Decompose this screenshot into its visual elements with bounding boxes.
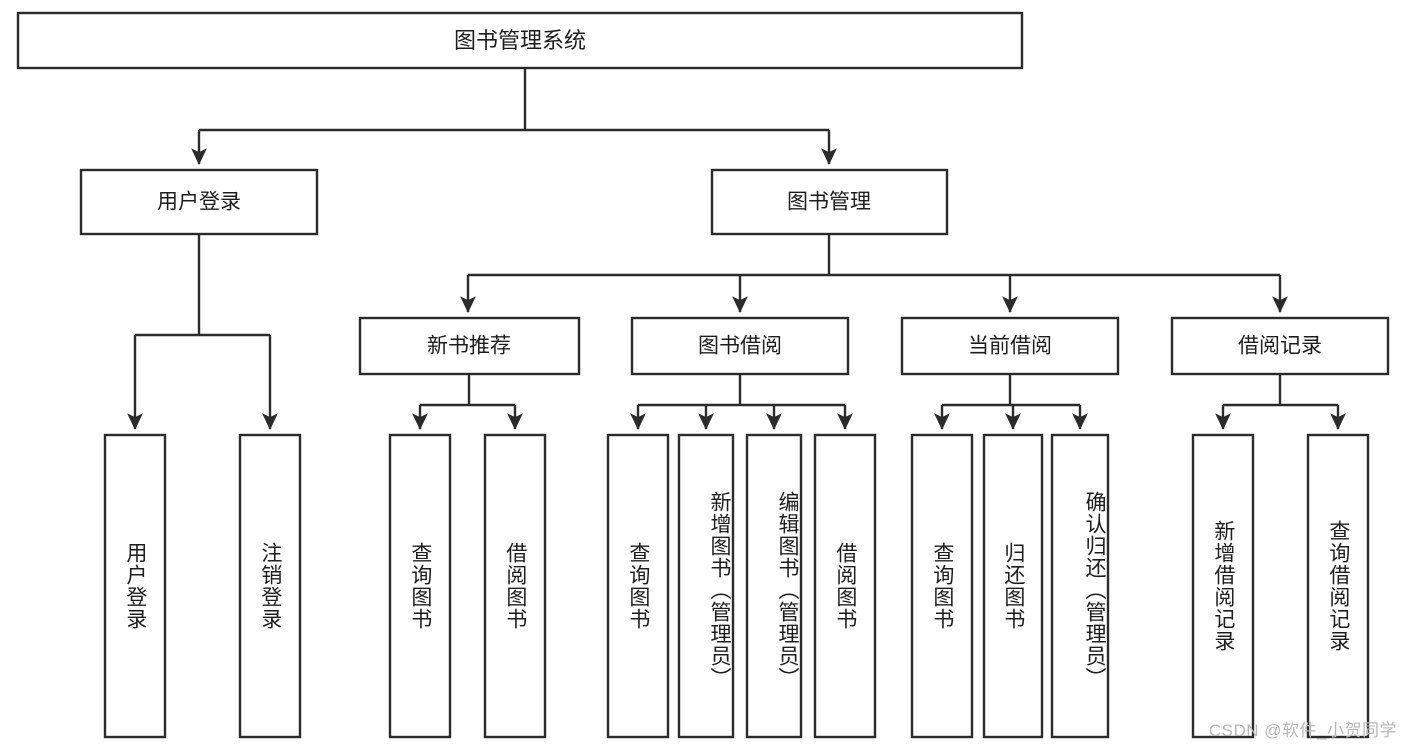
leaf-box-return-book[interactable]	[982, 433, 1044, 739]
connector-borrow-record-to-leaves	[1215, 374, 1346, 431]
connector-new-book-recommend-to-leaves	[412, 374, 523, 431]
node-borrow-record-label: 借阅记录	[1238, 335, 1322, 358]
connector-current-borrow-to-leaves	[934, 374, 1088, 431]
node-current-borrow[interactable]: 当前借阅	[900, 316, 1120, 376]
node-borrow-record-box[interactable]	[1170, 316, 1390, 376]
node-book-manage[interactable]: 图书管理	[710, 168, 949, 236]
node-book-manage-box[interactable]	[710, 168, 949, 236]
leaf-box-borrow-book[interactable]	[813, 433, 877, 739]
leaf-box-query-book-borrow[interactable]	[606, 433, 670, 739]
node-user-login[interactable]: 用户登录	[79, 168, 319, 236]
node-book-borrow-label: 图书借阅	[698, 335, 782, 358]
connector-book-borrow-to-leaves	[630, 374, 853, 431]
connector-root-to-level2	[191, 68, 837, 166]
node-root-box[interactable]	[16, 11, 1024, 70]
leaf-box-confirm-return-admin[interactable]	[1050, 433, 1110, 739]
connector-book-manage-to-level3	[460, 234, 1288, 314]
node-book-manage-label: 图书管理	[787, 191, 871, 214]
node-user-login-label: 用户登录	[157, 191, 241, 214]
node-new-book-recommend-box[interactable]	[358, 316, 581, 376]
node-new-book-recommend[interactable]: 新书推荐	[358, 316, 581, 376]
leaf-box-query-book-current[interactable]	[910, 433, 974, 739]
node-book-borrow[interactable]: 图书借阅	[630, 316, 850, 376]
leaf-box-add-borrow-record[interactable]	[1191, 433, 1255, 739]
leaf-box-edit-book-admin[interactable]	[745, 433, 803, 739]
node-current-borrow-label: 当前借阅	[968, 335, 1052, 358]
node-root-label: 图书管理系统	[454, 28, 586, 53]
node-book-borrow-box[interactable]	[630, 316, 850, 376]
leaf-boxes-group	[103, 433, 1370, 739]
connector-user-login-to-leaves	[127, 234, 278, 431]
leaf-box-query-borrow-record[interactable]	[1306, 433, 1370, 739]
csdn-watermark: CSDN @软件_小贺同学	[1208, 721, 1397, 740]
leaf-box-add-book-admin[interactable]	[677, 433, 735, 739]
leaf-box-query-book-recommend[interactable]	[388, 433, 452, 739]
node-root[interactable]: 图书管理系统	[16, 11, 1024, 70]
leaf-box-user-login[interactable]	[103, 433, 167, 739]
node-new-book-recommend-label: 新书推荐	[427, 335, 511, 358]
leaf-box-borrow-book-recommend[interactable]	[483, 433, 547, 739]
node-borrow-record[interactable]: 借阅记录	[1170, 316, 1390, 376]
node-current-borrow-box[interactable]	[900, 316, 1120, 376]
leaf-box-user-logout[interactable]	[238, 433, 302, 739]
